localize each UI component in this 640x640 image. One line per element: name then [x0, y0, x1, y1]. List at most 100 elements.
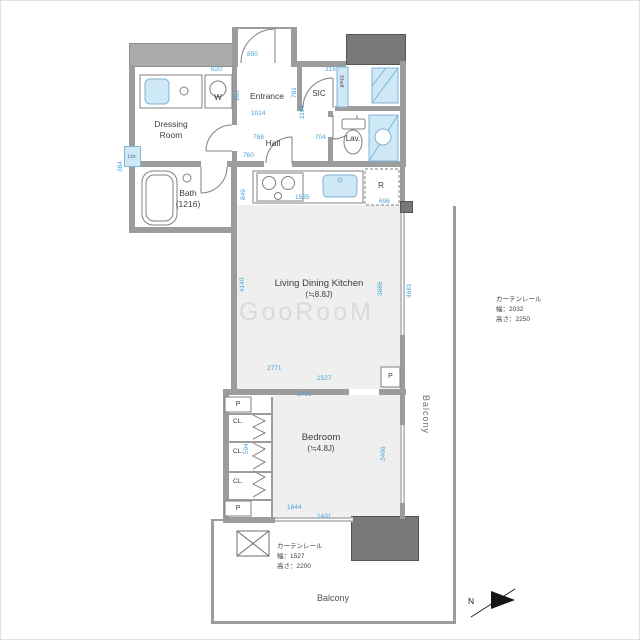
dim-1527: 1527 — [317, 375, 332, 382]
wall-segment — [379, 389, 406, 395]
curtain-rail-right-width: 幅：2032 — [496, 306, 524, 314]
ldk-floor — [237, 205, 400, 389]
window — [400, 425, 405, 503]
room-label-bedroom-size: (≒4.8J) — [307, 444, 335, 454]
vanity-fixture — [139, 74, 203, 109]
wall-segment — [400, 61, 406, 167]
room-label-closet-2: CL. — [232, 448, 244, 455]
wall-segment — [232, 161, 264, 167]
balcony-rail — [211, 519, 225, 521]
room-label-fridge: R — [378, 181, 384, 190]
dim-2701: 2701 — [297, 391, 312, 398]
room-label-shelf: Shelf — [338, 75, 344, 88]
wall-segment — [297, 106, 303, 111]
wall-segment — [328, 111, 333, 117]
pipe-space-label-3: P — [235, 505, 241, 512]
dim-696: 696 — [379, 198, 390, 205]
room-label-bedroom-name: Bedroom — [301, 432, 341, 443]
room-label-washer: W — [214, 93, 222, 102]
wall-segment — [297, 65, 302, 111]
bedroom-floor — [273, 395, 400, 517]
room-label-linen: Lin. — [128, 153, 137, 160]
wall-segment — [292, 161, 405, 167]
wall-segment — [223, 517, 275, 523]
room-label-bath-line2: (1216) — [175, 199, 201, 210]
dim-781: 781 — [291, 87, 298, 98]
room-label-entrance: Entrance — [249, 91, 285, 101]
wall-segment — [232, 65, 237, 125]
dim-760: 760 — [243, 152, 254, 159]
linen-closet: Lin. — [124, 146, 141, 167]
dim-1431: 1431 — [317, 513, 332, 520]
dim-3686: 3686 — [377, 281, 384, 296]
dim-1194: 1194 — [299, 105, 306, 119]
balcony-rail — [211, 621, 456, 624]
dim-850: 850 — [247, 51, 258, 58]
wall-segment — [227, 161, 232, 167]
room-label-ldk-size: (≒8.8J) — [305, 290, 333, 300]
curtain-rail-bottom-height: 高さ：2200 — [277, 563, 311, 571]
wall-segment — [400, 397, 405, 425]
balcony-rail — [453, 206, 456, 624]
wall-segment — [351, 516, 419, 561]
wall-segment — [346, 34, 406, 65]
room-label-closet-3: CL. — [232, 478, 244, 485]
dim-900: 900 — [234, 90, 241, 101]
room-label-sic: SIC — [312, 89, 326, 98]
closet-divider — [223, 471, 273, 473]
wall-segment — [231, 167, 237, 227]
dim-594: 594 — [243, 443, 250, 454]
dim-1014: 1014 — [251, 110, 266, 117]
window — [275, 517, 353, 522]
dim-849: 849 — [240, 189, 247, 200]
dressing-door-arc — [205, 124, 233, 152]
dim-768: 768 — [253, 134, 264, 141]
wall-segment — [129, 43, 238, 67]
room-label-dressing-line2: Room — [159, 130, 183, 141]
north-compass-icon — [470, 588, 516, 618]
room-label-ldk: Living Dining Kitchen (≒8.8J) — [241, 278, 397, 301]
dim-4140: 4140 — [239, 277, 246, 292]
wall-segment — [232, 27, 297, 29]
wall-segment — [335, 106, 405, 111]
balcony-crossed-box — [236, 530, 270, 557]
wall-segment — [129, 227, 237, 233]
dim-620: 620 — [211, 66, 222, 73]
dim-384: 384 — [117, 161, 124, 172]
curtain-rail-bottom-title: カーテンレール — [277, 543, 323, 550]
dim-4681: 4681 — [406, 283, 413, 298]
curtain-rail-right-title: カーテンレール — [496, 296, 542, 303]
dim-704: 704 — [315, 134, 326, 141]
room-label-bath: Bath (1216) — [163, 188, 213, 210]
wall-segment — [400, 503, 405, 519]
room-label-balcony-bottom: Balcony — [316, 593, 350, 603]
wall-segment — [400, 201, 413, 213]
room-label-lav: Lav. — [345, 134, 361, 143]
wall-segment — [328, 137, 333, 163]
curtain-rail-bottom-width: 幅：1527 — [277, 553, 305, 561]
curtain-rail-right-height: 高さ：2250 — [496, 316, 530, 324]
curtain-rail-note-right: カーテンレール 幅：2032 高さ：2250 — [496, 295, 542, 325]
dim-1644: 1644 — [287, 504, 302, 511]
room-label-dressing-line1: Dressing — [154, 119, 188, 129]
wall-segment — [232, 151, 237, 161]
north-label: N — [468, 596, 475, 606]
closet-front-line — [271, 397, 273, 517]
window — [400, 213, 405, 335]
wall-segment — [291, 29, 297, 67]
wall-segment — [135, 161, 201, 167]
wall-segment — [297, 61, 346, 67]
room-label-ldk-name: Living Dining Kitchen — [274, 278, 364, 289]
closet-accordion-door — [251, 414, 267, 498]
dim-2466: 2466 — [380, 446, 387, 461]
closet-divider — [223, 499, 273, 501]
pipe-space-label-2: P — [388, 373, 393, 380]
closet-divider — [223, 441, 273, 443]
lav-basin-fixture — [368, 114, 399, 162]
watermark: GooRooM — [239, 298, 374, 326]
wall-segment — [223, 389, 349, 395]
room-label-closet-1: CL. — [232, 418, 244, 425]
room-label-hall: Hall — [265, 138, 281, 148]
sic-shelf-fixture — [336, 66, 399, 108]
